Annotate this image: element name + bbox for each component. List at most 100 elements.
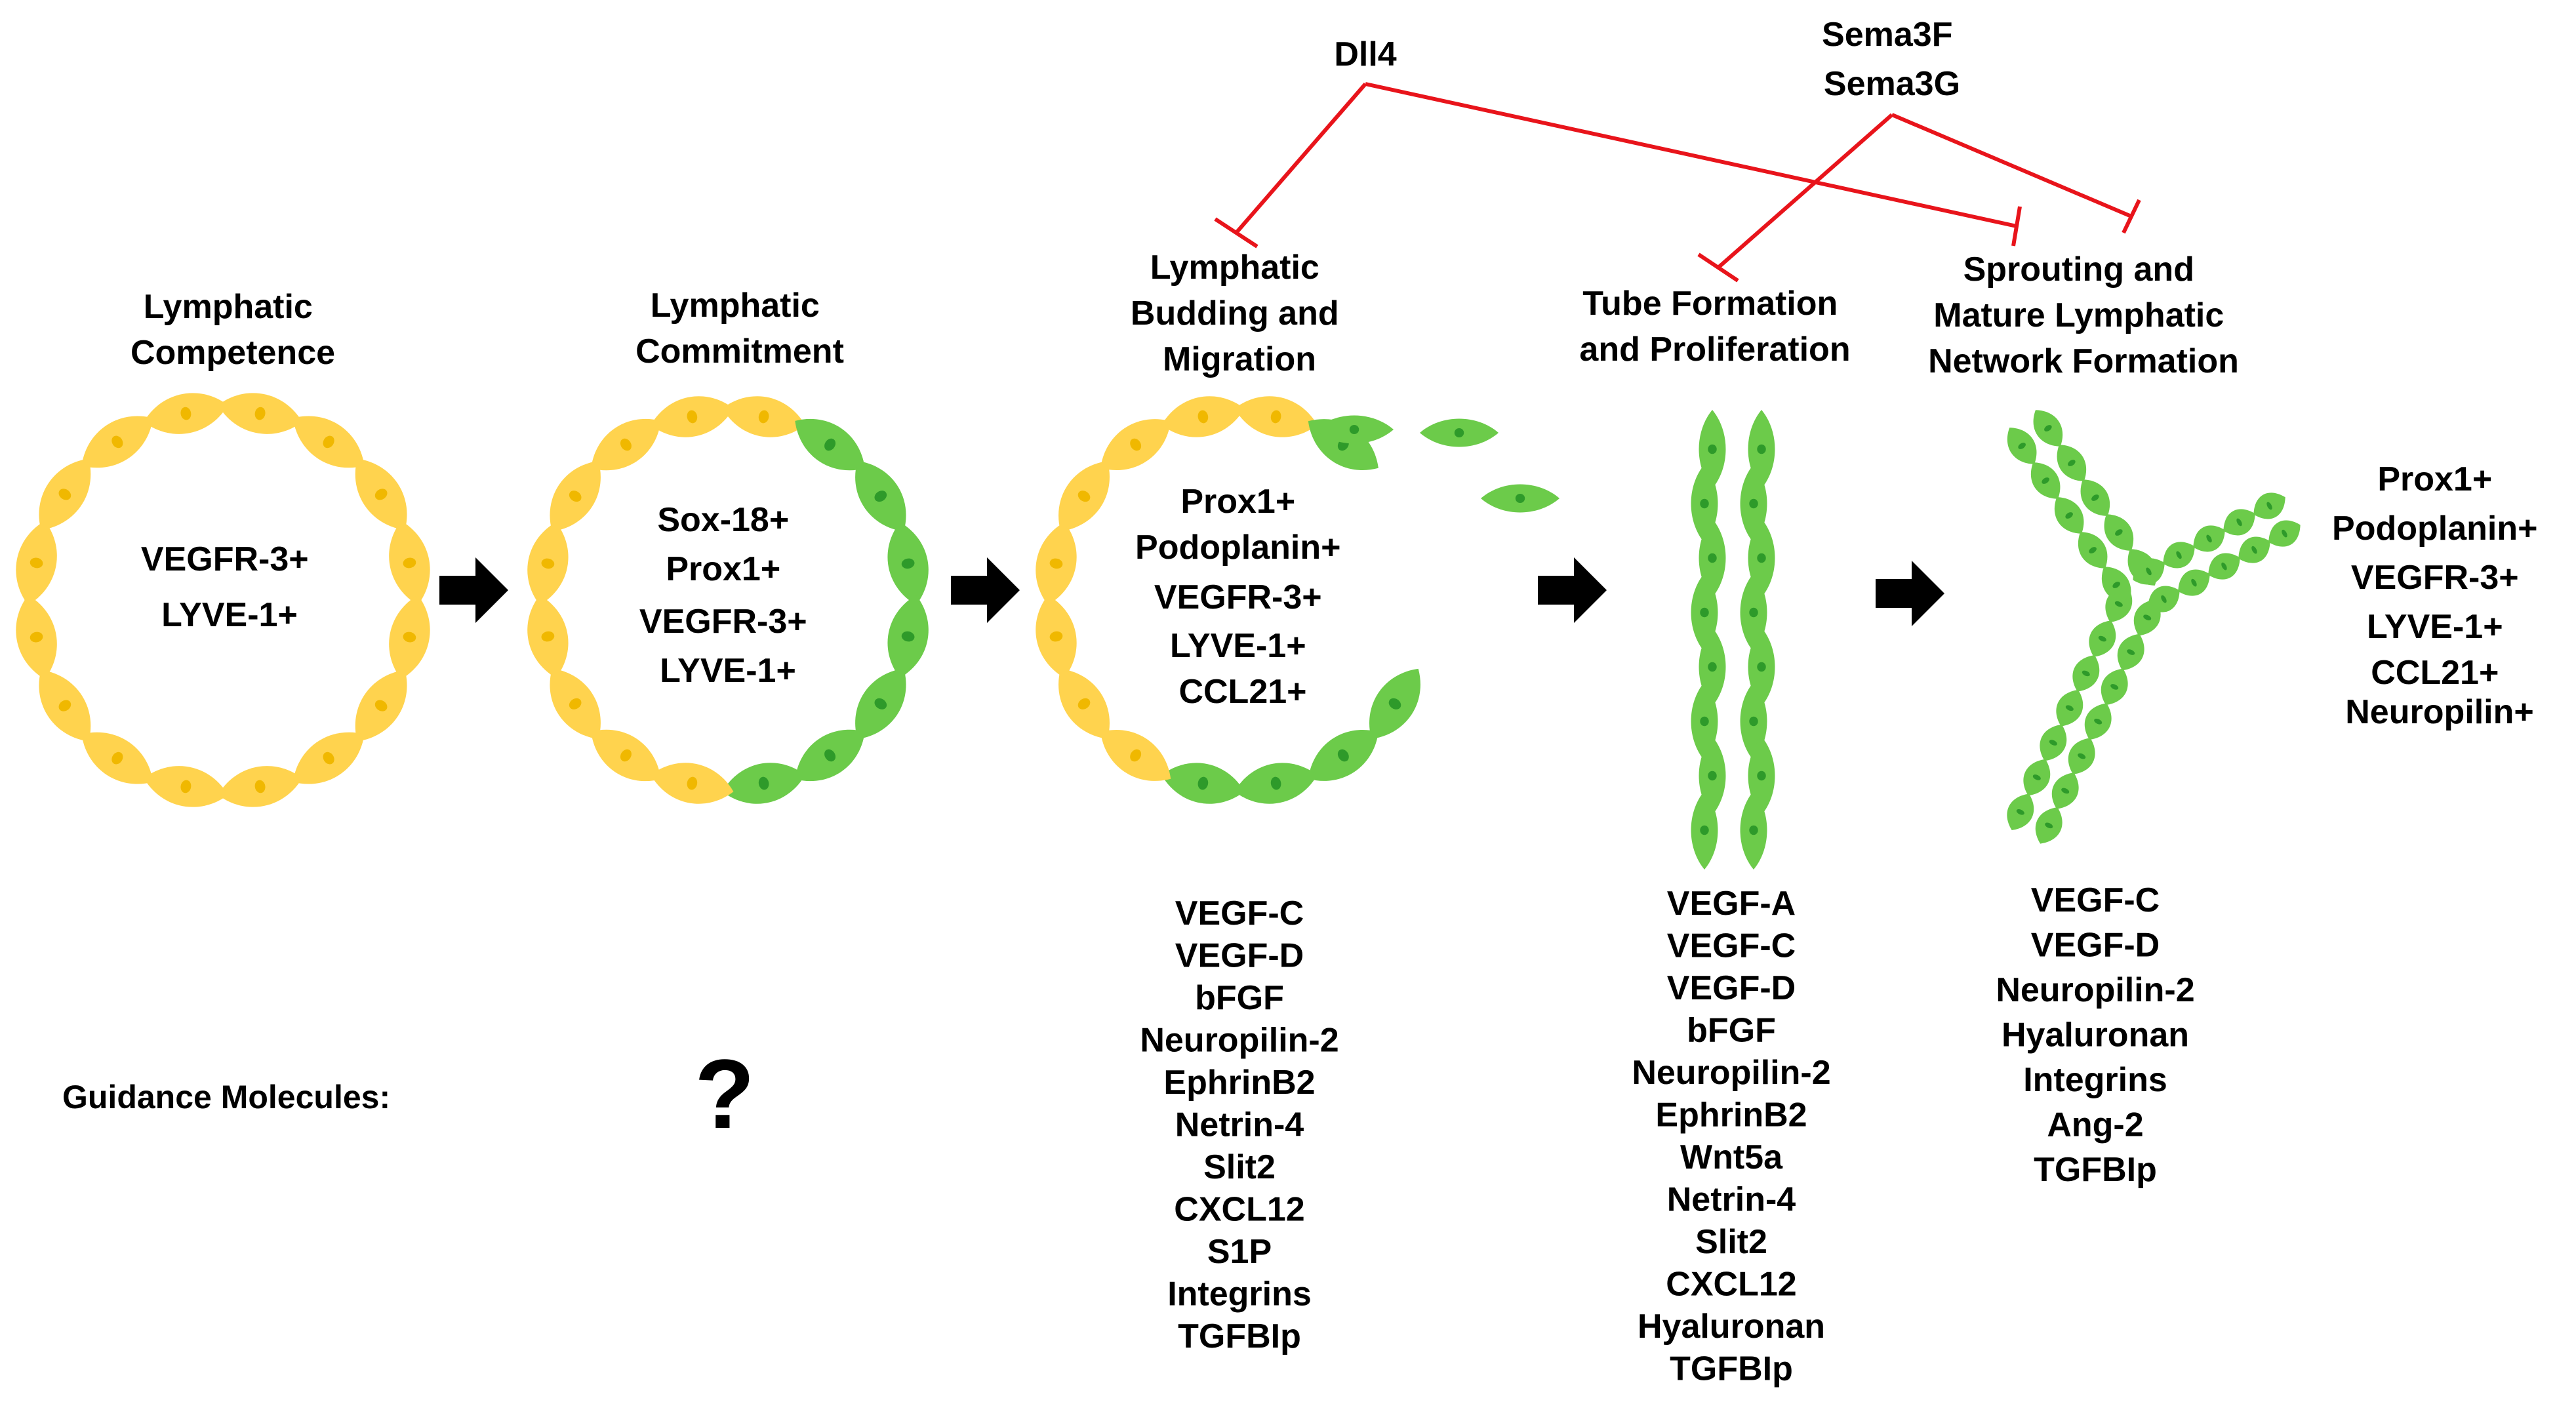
cell-nucleus: [758, 776, 769, 790]
inhibition-bar: [2011, 206, 2022, 247]
guidance-molecule: CXCL12: [1174, 1191, 1304, 1229]
cell-nucleus: [541, 631, 555, 642]
yellow-cell: [1036, 595, 1077, 678]
yellow-cell: [389, 521, 430, 605]
cell-nucleus: [2282, 529, 2287, 538]
cell-nucleus: [1270, 776, 1281, 790]
markers-budding: Prox1+ Podoplanin+ VEGFR-3+ LYVE-1+ CCL2…: [1135, 483, 1350, 711]
yellow-cell: [550, 668, 601, 740]
cell-nucleus: [403, 631, 416, 643]
cell-nucleus: [2094, 718, 2103, 725]
inhibition-line: [1891, 113, 2133, 218]
network-green-cell: [2035, 807, 2063, 844]
cell-nucleus: [1749, 716, 1758, 727]
inhibition-bar: [1697, 252, 1739, 283]
green-cell: [1161, 763, 1245, 804]
process-arrows: [439, 557, 1944, 626]
yellow-cell: [1058, 668, 1110, 739]
yellow-cell: [1100, 419, 1171, 470]
competence-vessel-ring: [16, 393, 430, 807]
green-cell: [795, 418, 865, 471]
cell-nucleus: [2115, 529, 2123, 536]
cell-nucleus: [2091, 494, 2099, 501]
inhibition-bar: [2122, 199, 2141, 234]
cell-nucleus: [1077, 698, 1091, 710]
cell-nucleus: [254, 407, 266, 420]
guidance-molecule: Neuropilin-2: [1996, 971, 2194, 1009]
guidance-molecule: Neuropilin-2: [1140, 1022, 1338, 1060]
cell-nucleus: [874, 698, 887, 710]
cell-nucleus: [1454, 428, 1464, 438]
cell-nucleus: [1757, 553, 1766, 563]
cell-nucleus: [1130, 749, 1142, 762]
cell-nucleus: [2016, 809, 2024, 815]
cell-nucleus: [1197, 776, 1209, 790]
cell-nucleus: [30, 557, 43, 569]
green-cell: [1234, 763, 1318, 804]
cell-nucleus: [687, 776, 698, 790]
cell-nucleus: [1049, 631, 1063, 642]
yellow-cell: [355, 458, 407, 531]
cell-nucleus: [2221, 562, 2227, 571]
guidance-molecule: Slit2: [1695, 1223, 1767, 1261]
cell-nucleus: [2061, 788, 2070, 794]
network-green-cell: [2268, 520, 2301, 547]
cell-nucleus: [403, 557, 416, 569]
cell-nucleus: [2044, 425, 2052, 431]
cell-nucleus: [569, 698, 582, 710]
yellow-cell: [144, 393, 228, 434]
cell-nucleus: [1749, 498, 1758, 509]
cell-nucleus: [180, 407, 191, 420]
guidance-molecule: Integrins: [1167, 1275, 1312, 1313]
tube-green-cell: [1740, 791, 1767, 870]
tube-green-cell: [1691, 791, 1718, 870]
cell-nucleus: [620, 749, 632, 762]
cell-nucleus: [1700, 716, 1709, 727]
green-cell: [795, 729, 865, 782]
cell-nucleus: [1757, 444, 1766, 454]
cell-nucleus: [2049, 740, 2057, 746]
yellow-cell: [292, 732, 365, 784]
yellow-cell: [16, 595, 57, 679]
guidance-molecule: Ang-2: [2047, 1106, 2143, 1144]
inhibitor-sema: Sema3F Sema3G: [1822, 16, 1962, 103]
cell-nucleus: [1515, 493, 1525, 504]
inhibitor-dll4: Dll4: [1334, 35, 1396, 73]
network-green-cell: [2178, 569, 2210, 596]
yellow-cell: [389, 595, 430, 679]
guidance-molecule: Netrin-4: [1175, 1106, 1304, 1144]
yellow-cell: [39, 458, 91, 531]
network-green-cell: [2080, 479, 2110, 516]
guidance-label: Guidance Molecules:: [62, 1079, 390, 1115]
cell-nucleus: [111, 751, 123, 765]
inhibition-line: [1717, 113, 1893, 270]
network-green-cell: [2238, 536, 2270, 563]
yellow-cell: [591, 418, 661, 471]
guidance-molecule: TGFBIp: [1178, 1317, 1301, 1355]
cell-nucleus: [2191, 578, 2197, 587]
cell-nucleus: [2143, 614, 2152, 621]
cell-nucleus: [2089, 547, 2097, 553]
commitment-vessel-ring: [527, 396, 929, 804]
cell-nucleus: [2112, 582, 2120, 588]
cell-nucleus: [1130, 438, 1142, 451]
cell-nucleus: [1700, 607, 1709, 618]
yellow-cell: [218, 393, 302, 434]
cell-nucleus: [824, 438, 836, 451]
yellow-cell: [39, 670, 91, 742]
network-green-cell: [2193, 525, 2225, 552]
cell-nucleus: [687, 410, 698, 424]
guidance-unknown-mark: ?: [694, 1039, 755, 1149]
network-green-cell: [2051, 772, 2079, 809]
cell-nucleus: [30, 631, 43, 643]
cell-nucleus: [180, 780, 191, 793]
network-green-cell: [2033, 410, 2063, 447]
yellow-cell: [81, 416, 153, 468]
yellow-cell: [651, 763, 734, 804]
network-green-cell: [2148, 586, 2180, 612]
guidance-molecule: VEGF-A: [1667, 885, 1796, 923]
migrating-green-cell: [1315, 415, 1394, 444]
cell-nucleus: [1708, 771, 1717, 781]
